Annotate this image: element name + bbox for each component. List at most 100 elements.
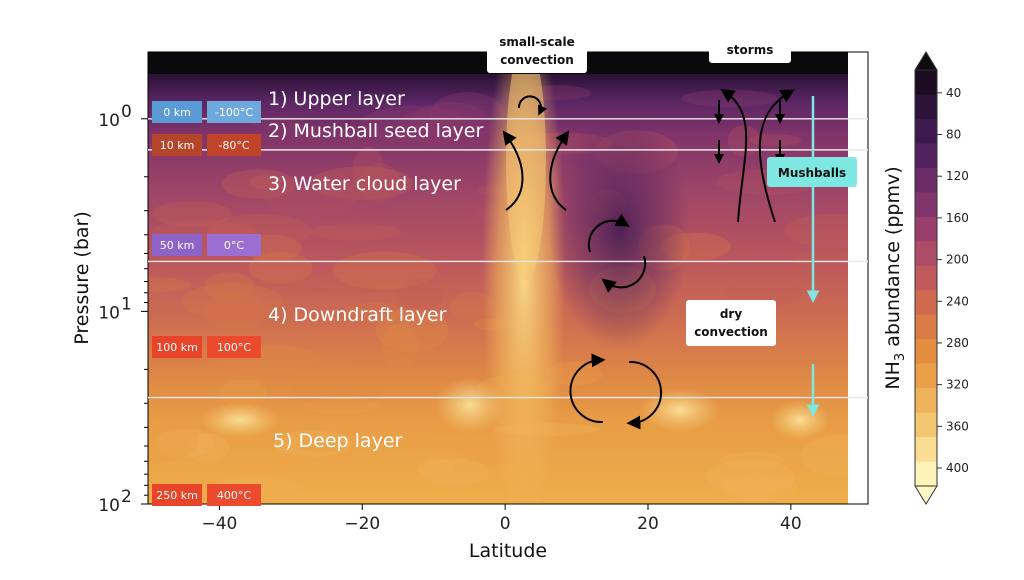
- colorbar-segment: [915, 314, 937, 340]
- colorbar-segment: [915, 216, 937, 242]
- texture-blob: [360, 105, 465, 145]
- texture-blob: [422, 114, 454, 154]
- colorbar-tick-label: 360: [946, 419, 969, 433]
- svg-text:convection: convection: [694, 325, 768, 339]
- texture-blob: [303, 397, 380, 415]
- texture-blob: [296, 438, 347, 453]
- texture-blob: [705, 459, 796, 495]
- texture-blob: [381, 323, 418, 368]
- deep-blob: [200, 402, 280, 438]
- colorbar-tick-label: 400: [946, 461, 969, 475]
- texture-blob: [800, 434, 848, 477]
- texture-blob: [749, 133, 801, 147]
- svg-text:storms: storms: [727, 43, 774, 57]
- altitude-tag-temperature-box: [207, 234, 261, 256]
- texture-blob: [352, 146, 385, 194]
- texture-blob: [720, 452, 786, 468]
- texture-blob: [274, 430, 353, 457]
- colorbar-segment: [915, 461, 937, 487]
- colorbar-segment: [915, 363, 937, 389]
- altitude-tag-temperature: 100°C: [217, 341, 251, 354]
- altitude-tag-height-box: [152, 234, 202, 256]
- storm-arc-left: [720, 88, 748, 223]
- colorbar-title: NH3 abundance (ppmv): [882, 166, 908, 389]
- texture-blob: [784, 213, 848, 248]
- altitude-tag-height-box: [152, 101, 202, 123]
- callout-storms: storms: [709, 37, 791, 63]
- colorbar-tick-label: 240: [946, 294, 969, 308]
- colorbar-frame: [914, 69, 938, 487]
- x-tick-label: 0: [500, 514, 511, 534]
- x-tick-label: 20: [637, 514, 659, 534]
- altitude-tag-temperature-box: [207, 134, 261, 156]
- texture-blob: [221, 169, 297, 199]
- texture-blob: [308, 223, 402, 241]
- texture-blob: [273, 125, 335, 139]
- altitude-tag-height-box: [152, 484, 202, 506]
- texture-blob: [680, 89, 779, 108]
- downdraft-cell-arrow-1: [587, 213, 630, 253]
- heatmap-field: [148, 52, 848, 504]
- colorbar-segment: [915, 118, 937, 144]
- texture-blob: [309, 280, 379, 295]
- altitude-tag-height-box: [152, 134, 202, 156]
- colorbar-segment: [915, 437, 937, 463]
- y-axis-title: Pressure (bar): [71, 211, 93, 345]
- altitude-tag-temperature: -100°C: [215, 106, 253, 119]
- texture-blob: [148, 277, 191, 293]
- x-tick-label: −20: [344, 514, 380, 534]
- colorbar-segment: [915, 192, 937, 218]
- deep-blob: [435, 377, 505, 433]
- altitude-tag-temperature: 0°C: [224, 239, 244, 252]
- colorbar-segment: [915, 70, 937, 95]
- altitude-tag-temperature-box: [207, 101, 261, 123]
- layer-label: 5) Deep layer: [273, 430, 403, 452]
- altitude-tag-height: 10 km: [160, 139, 195, 152]
- texture-blob: [430, 92, 505, 137]
- texture-blob: [204, 291, 266, 334]
- texture-blob: [727, 125, 760, 157]
- colorbar-segment: [915, 412, 937, 438]
- altitude-tag: 0 km-100°C: [152, 101, 261, 123]
- layer-label: 2) Mushball seed layer: [268, 120, 483, 142]
- convection-loop-arrow: [517, 95, 548, 116]
- texture-blob: [419, 458, 490, 486]
- colorbar-segment: [915, 290, 937, 316]
- deep-blob: [770, 400, 830, 440]
- callout-dry-convection: dry convection: [686, 300, 776, 346]
- y-tick-exponent: 1: [121, 294, 132, 314]
- y-tick-label: 10: [98, 111, 120, 131]
- texture-blob: [219, 379, 268, 408]
- colorbar-segment: [915, 339, 937, 365]
- deep-cell-arrow-1: [569, 353, 606, 424]
- colorbar-tick-label: 320: [946, 378, 969, 392]
- texture-blob: [148, 415, 199, 464]
- colorbar-extend-top: [914, 51, 938, 71]
- x-axis-title: Latitude: [469, 540, 547, 562]
- colorbar-segment: [915, 143, 937, 169]
- colorbar-segment: [915, 94, 937, 120]
- texture-blob: [375, 307, 449, 353]
- svg-text:convection: convection: [500, 53, 574, 67]
- plume-left-arrow: [502, 130, 524, 211]
- svg-text:small-scale: small-scale: [499, 35, 575, 49]
- y-tick-label: 10: [98, 303, 120, 323]
- altitude-tag-height: 250 km: [156, 489, 198, 502]
- x-tick-label: 40: [780, 514, 802, 534]
- texture-blob: [248, 251, 313, 284]
- y-tick-exponent: 2: [121, 487, 132, 507]
- altitude-tag-height-box: [152, 336, 202, 358]
- layer-label: 4) Downdraft layer: [268, 304, 447, 326]
- y-tick-exponent: 0: [121, 102, 132, 122]
- colorbar-segment: [915, 265, 937, 291]
- texture-blob: [358, 163, 401, 203]
- texture-blob: [151, 201, 233, 227]
- texture-blob: [418, 458, 455, 479]
- texture-blob: [394, 108, 479, 144]
